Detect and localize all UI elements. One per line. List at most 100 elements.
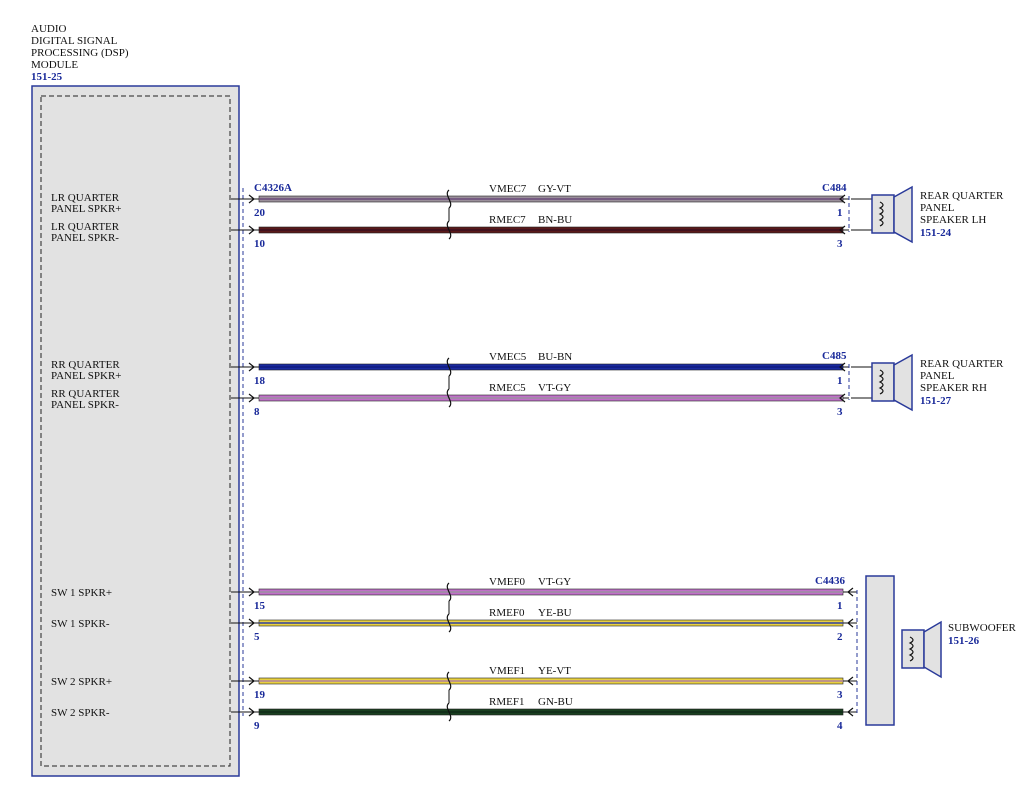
pin-label: SW 2 SPKR+	[51, 676, 112, 688]
circuit-number: RMEC7	[489, 214, 526, 226]
near-pin-number: 8	[254, 406, 260, 418]
subwoofer: SUBWOOFER 151-26	[865, 575, 1017, 726]
arrow-icon	[248, 393, 255, 403]
arrow-icon	[839, 194, 846, 204]
twist-marker	[446, 613, 452, 633]
arrow-icon	[847, 676, 854, 686]
dsp-module-inner-dashed	[40, 95, 231, 767]
module-title-line: AUDIO	[31, 23, 66, 35]
wire-color-code: BU-BN	[538, 351, 572, 363]
arrow-icon	[847, 587, 854, 597]
wire-color-code: VT-GY	[538, 382, 571, 394]
far-pin-number: 4	[837, 720, 843, 732]
circuit-number: VMEC7	[489, 183, 527, 195]
wire-color-code: YE-BU	[538, 607, 572, 619]
module-ref: 151-25	[31, 71, 63, 83]
near-pin-number: 19	[254, 689, 266, 701]
twist-marker	[446, 702, 452, 722]
arrow-icon	[847, 618, 854, 628]
wire-color-code: YE-VT	[538, 665, 571, 677]
arrow-icon	[839, 362, 846, 372]
far-pin-number: 1	[837, 600, 843, 612]
module-title: AUDIO DIGITAL SIGNAL PROCESSING (DSP) MO…	[31, 23, 129, 83]
wire-color-code: BN-BU	[538, 214, 572, 226]
arrow-icon	[839, 393, 846, 403]
pin-label: RR QUARTER	[51, 388, 120, 400]
module-title-line: MODULE	[31, 59, 78, 71]
twist-marker	[446, 189, 452, 209]
speaker-ref: 151-27	[920, 395, 952, 407]
dsp-module-box	[31, 85, 240, 777]
near-pin-number: 15	[254, 600, 266, 612]
speaker-icon	[871, 362, 895, 402]
near-pin-number: 20	[254, 207, 266, 219]
arrow-icon	[248, 587, 255, 597]
wire-color-code: GN-BU	[538, 696, 573, 708]
far-connector-label: C4436	[815, 575, 845, 587]
far-connector-label: C484	[822, 182, 847, 194]
pin-label: PANEL SPKR+	[51, 203, 122, 215]
arrow-icon	[248, 225, 255, 235]
circuit-number: VMEF0	[489, 576, 526, 588]
near-connector-label: C4326A	[254, 182, 292, 194]
wire-color-code: GY-VT	[538, 183, 571, 195]
circuit-number: RMEF1	[489, 696, 524, 708]
pin-label: LR QUARTER	[51, 221, 120, 233]
far-pin-number: 2	[837, 631, 843, 643]
speaker-rh: REAR QUARTER PANEL SPEAKER RH 151-27	[851, 353, 1004, 412]
speaker-ref: 151-24	[920, 227, 952, 239]
pin-label: SW 1 SPKR-	[51, 618, 110, 630]
arrow-icon	[847, 707, 854, 717]
speaker-icon	[901, 629, 925, 669]
far-pin-number: 1	[837, 375, 843, 387]
pin-label: PANEL SPKR-	[51, 232, 119, 244]
twist-marker	[446, 671, 452, 691]
speaker-name: REAR QUARTER	[920, 190, 1004, 202]
twist-marker	[446, 582, 452, 602]
pin-label: PANEL SPKR-	[51, 399, 119, 411]
pin-label: SW 2 SPKR-	[51, 707, 110, 719]
pin-label: PANEL SPKR+	[51, 370, 122, 382]
near-pin-number: 9	[254, 720, 260, 732]
arrow-icon	[248, 707, 255, 717]
module-title-line: DIGITAL SIGNAL	[31, 35, 118, 47]
pin-label: SW 1 SPKR+	[51, 587, 112, 599]
arrow-icon	[839, 225, 846, 235]
arrow-icon	[248, 194, 255, 204]
speaker-name: PANEL	[920, 370, 955, 382]
far-connector-label: C485	[822, 350, 847, 362]
arrow-icon	[248, 362, 255, 372]
speaker-lh: REAR QUARTER PANEL SPEAKER LH 151-24	[851, 185, 1004, 244]
subwoofer-connector-box	[865, 575, 895, 726]
twist-marker	[446, 220, 452, 240]
speaker-name: REAR QUARTER	[920, 358, 1004, 370]
module-title-line: PROCESSING (DSP)	[31, 47, 129, 59]
speaker-ref: 151-26	[948, 635, 980, 647]
near-pin-number: 18	[254, 375, 266, 387]
circuit-number: RMEF0	[489, 607, 525, 619]
near-pin-number: 10	[254, 238, 266, 250]
near-pin-number: 5	[254, 631, 260, 643]
twist-marker	[446, 357, 452, 377]
pin-label: LR QUARTER	[51, 192, 120, 204]
circuit-number: VMEC5	[489, 351, 527, 363]
speaker-name: SPEAKER LH	[920, 214, 986, 226]
far-pin-number: 3	[837, 406, 843, 418]
far-pin-number: 3	[837, 238, 843, 250]
far-pin-number: 1	[837, 207, 843, 219]
pin-label: RR QUARTER	[51, 359, 120, 371]
speaker-name: PANEL	[920, 202, 955, 214]
speaker-icon	[871, 194, 895, 234]
module-pin-labels: LR QUARTER PANEL SPKR+ LR QUARTER PANEL …	[51, 192, 122, 719]
circuit-number: VMEF1	[489, 665, 525, 677]
circuit-number: RMEC5	[489, 382, 526, 394]
speaker-name: SUBWOOFER	[948, 622, 1017, 634]
speaker-name: SPEAKER RH	[920, 382, 987, 394]
wire-color-code: VT-GY	[538, 576, 571, 588]
arrow-icon	[248, 618, 255, 628]
far-pin-number: 3	[837, 689, 843, 701]
arrow-icon	[248, 676, 255, 686]
twist-marker	[446, 388, 452, 408]
